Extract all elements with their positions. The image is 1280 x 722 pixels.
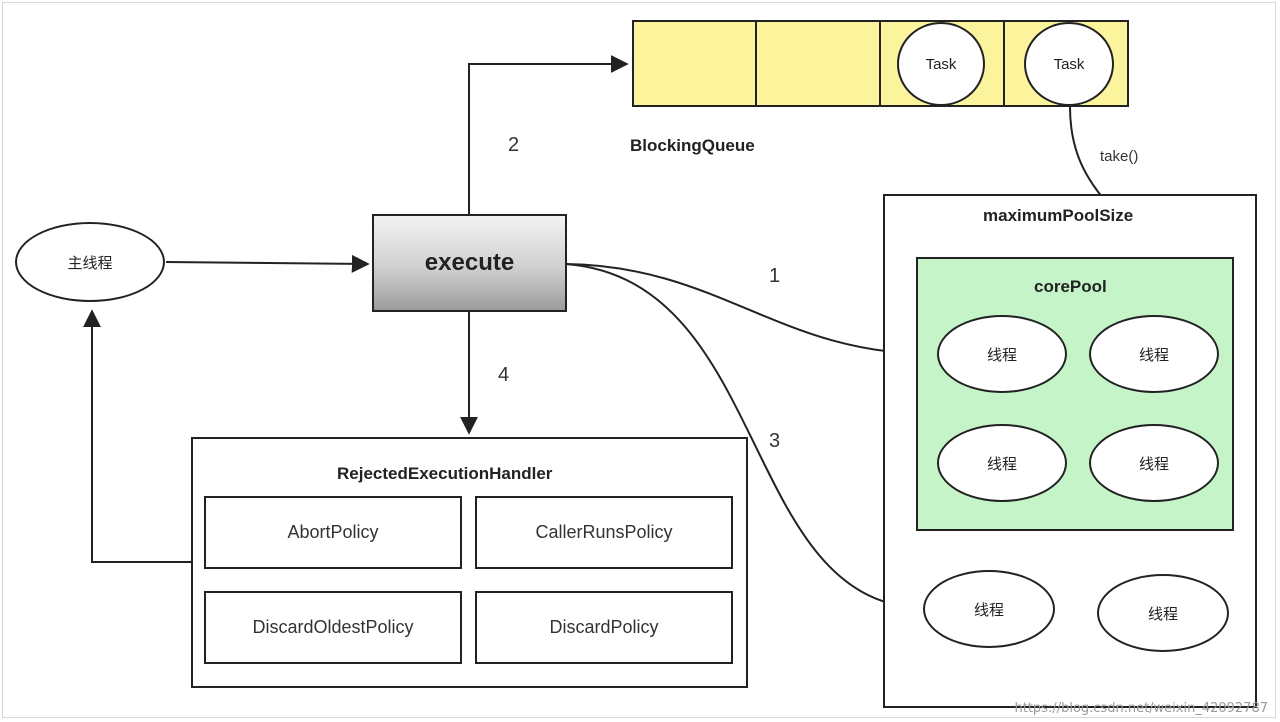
queue-slot bbox=[632, 20, 757, 107]
step-four-label: 4 bbox=[498, 364, 510, 386]
queue-task: Task bbox=[1024, 22, 1114, 106]
task-label: Task bbox=[925, 55, 957, 73]
maximum-pool-title: maximumPoolSize bbox=[983, 206, 1134, 225]
step-three-label: 3 bbox=[769, 430, 781, 452]
step-one-label: 1 bbox=[769, 265, 781, 287]
handler-title: RejectedExecutionHandler bbox=[337, 464, 553, 483]
execute-label: execute bbox=[424, 249, 515, 276]
take-label: take() bbox=[1100, 148, 1139, 165]
main-thread-node: 主线程 bbox=[15, 222, 165, 302]
execute-node: execute bbox=[372, 214, 567, 312]
core-thread: 线程 bbox=[1089, 424, 1219, 502]
thread-label: 线程 bbox=[1138, 345, 1169, 364]
thread-label: 线程 bbox=[1138, 454, 1169, 473]
policy-caller-runs: CallerRunsPolicy bbox=[475, 496, 733, 569]
extra-thread: 线程 bbox=[1097, 574, 1229, 652]
thread-label: 线程 bbox=[973, 600, 1004, 619]
policy-label: AbortPolicy bbox=[287, 522, 379, 542]
blocking-queue-title: BlockingQueue bbox=[630, 136, 755, 155]
policy-label: DiscardPolicy bbox=[549, 617, 659, 637]
core-pool-title: corePool bbox=[1034, 277, 1107, 296]
thread-label: 线程 bbox=[986, 454, 1017, 473]
policy-label: DiscardOldestPolicy bbox=[252, 617, 414, 637]
thread-label: 线程 bbox=[1147, 604, 1178, 623]
task-label: Task bbox=[1053, 55, 1085, 73]
policy-discard-oldest: DiscardOldestPolicy bbox=[204, 591, 462, 664]
arrow-execute-to-core-thread bbox=[565, 263, 936, 364]
core-thread: 线程 bbox=[937, 424, 1067, 502]
extra-thread: 线程 bbox=[923, 570, 1055, 648]
watermark: https://blog.csdn.net/weixin_42092787 bbox=[1014, 701, 1268, 716]
arrow-handler-to-main-thread bbox=[83, 309, 191, 563]
arrow-main-to-execute bbox=[165, 254, 370, 273]
policy-discard: DiscardPolicy bbox=[475, 591, 733, 664]
thread-label: 线程 bbox=[986, 345, 1017, 364]
main-thread-label: 主线程 bbox=[67, 253, 113, 272]
core-thread: 线程 bbox=[937, 315, 1067, 393]
arrow-execute-to-extra-thread bbox=[565, 263, 922, 617]
queue-task: Task bbox=[897, 22, 985, 106]
step-two-label: 2 bbox=[508, 134, 520, 156]
policy-abort: AbortPolicy bbox=[204, 496, 462, 569]
core-thread: 线程 bbox=[1089, 315, 1219, 393]
queue-slot bbox=[755, 20, 881, 107]
arrow-execute-to-queue bbox=[468, 55, 629, 214]
policy-label: CallerRunsPolicy bbox=[535, 522, 673, 542]
